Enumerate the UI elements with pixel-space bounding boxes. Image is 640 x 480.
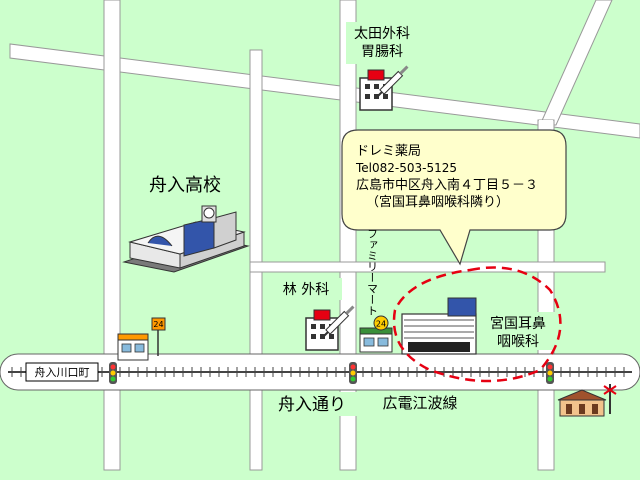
- clinic-entrance: [408, 342, 470, 352]
- road-vertical-middle: [249, 49, 263, 471]
- road-vertical-center: [339, 0, 357, 471]
- hayashi-clinic-name: 林 外科: [283, 282, 329, 298]
- school-icon: [122, 205, 250, 273]
- traffic-light-icon: [546, 362, 554, 384]
- pharmacy-tel: Tel082-503-5125: [355, 161, 457, 175]
- road-vertical-west: [103, 0, 121, 471]
- store-24-badge: 24: [151, 317, 166, 356]
- intersection-label: 舟入川口町: [25, 362, 99, 382]
- pharmacy-address: 広島市中区舟入南４丁目５－３: [356, 177, 538, 193]
- school-label-bg: [132, 170, 238, 198]
- ota-label-bg: [346, 22, 420, 64]
- road-northeast: [539, 0, 613, 126]
- convenience-store-icon: [359, 327, 393, 353]
- pharmacy-callout: ドレミ薬局 Tel082-503-5125 広島市中区舟入南４丁目５－３ （宮国…: [341, 129, 567, 266]
- clinic-building-icon: [401, 297, 477, 355]
- store-24-badge-text: 24: [153, 320, 163, 329]
- convenience-store-icon: [117, 333, 149, 361]
- ota-clinic-dept: 胃腸科: [361, 44, 403, 60]
- railroad-crossing-icon: [603, 384, 617, 414]
- miyaguni-clinic-dept: 咽喉科: [497, 334, 539, 350]
- pharmacy-note: （宮国耳鼻咽喉科隣り）: [366, 194, 509, 210]
- traffic-light-icon: [109, 362, 117, 384]
- tram-line-label: 広電江波線: [382, 394, 457, 412]
- hayashi-label-bg: [270, 278, 342, 300]
- main-road-label: 舟入通り: [278, 395, 346, 415]
- road-join: [341, 263, 355, 271]
- road-join: [539, 263, 553, 271]
- road-join: [251, 263, 261, 271]
- main-road-label-bg: [264, 392, 360, 416]
- store-24-badge-text: 24: [376, 320, 386, 329]
- intersection-label-box: [25, 362, 99, 382]
- miyaguni-clinic-name: 宮国耳鼻: [490, 315, 546, 332]
- tram-line-label-bg: [372, 392, 468, 414]
- pharmacy-name: ドレミ薬局: [356, 144, 421, 159]
- traffic-light-icon: [349, 362, 357, 384]
- miyaguni-label-bg: [480, 312, 556, 350]
- road-horizontal-middle: [249, 261, 606, 273]
- road-join: [251, 56, 261, 76]
- destination-highlight: [392, 266, 562, 383]
- family-mart-name: ファミリーマート: [366, 228, 379, 316]
- ota-clinic-name: 太田外科: [354, 26, 410, 42]
- school-name: 舟入高校: [149, 175, 221, 196]
- road-join: [105, 40, 119, 65]
- store-24-badge: 24: [373, 315, 389, 331]
- school-gym-roof: [147, 235, 173, 247]
- intersection-name: 舟入川口町: [35, 365, 90, 379]
- station-icon: [557, 389, 607, 417]
- road-diagonal: [9, 43, 640, 139]
- callout-bubble: [341, 129, 567, 266]
- school-main-side: [213, 211, 237, 249]
- clinic-tower: [447, 297, 477, 317]
- school-clock-icon: [203, 207, 215, 219]
- hospital-icon: [305, 305, 355, 351]
- hospital-icon: [359, 65, 409, 111]
